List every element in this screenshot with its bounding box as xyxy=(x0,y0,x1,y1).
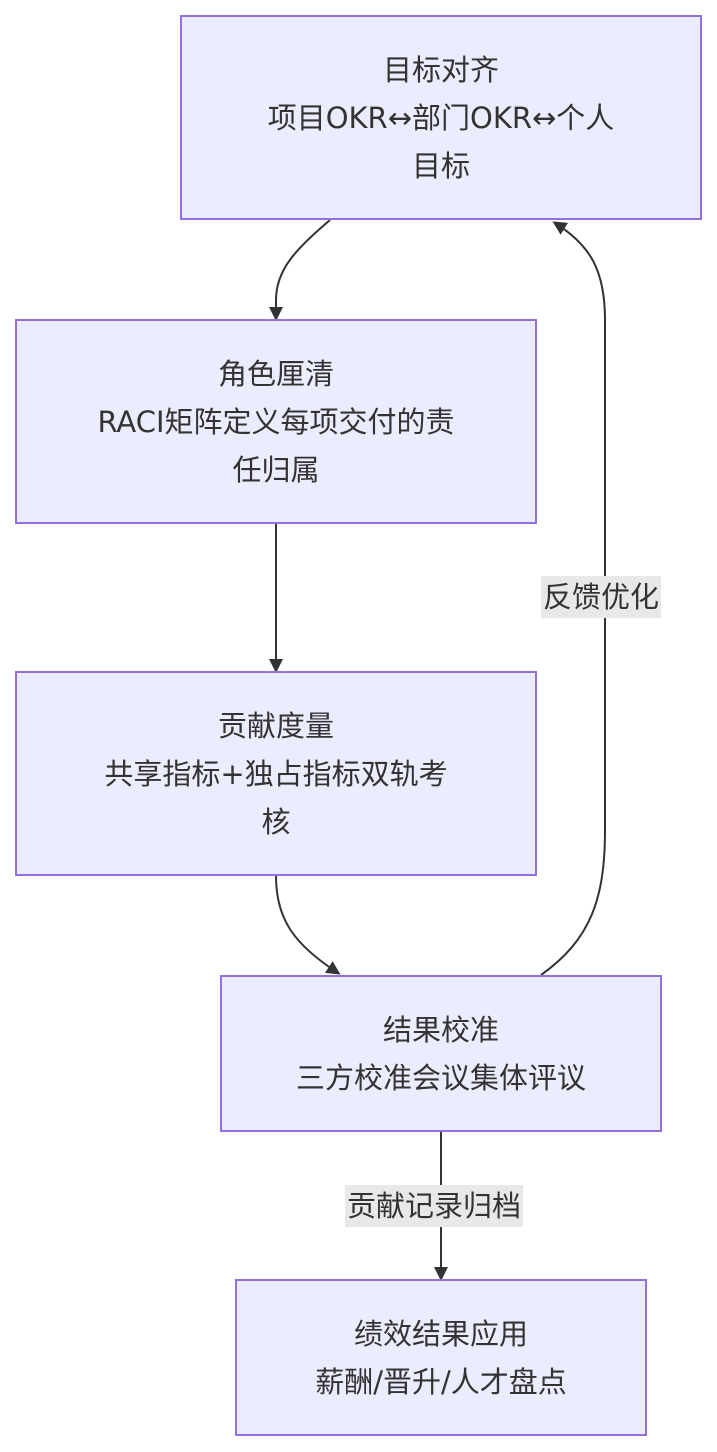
node-role-clarification-title: 角色厘清 xyxy=(217,356,334,391)
node-contribution-measure-desc-2: 核 xyxy=(261,804,291,839)
edge-measure-to-calibration xyxy=(275,875,341,975)
node-goal-alignment: 目标对齐 项目OKR↔部门OKR↔个人 目标 xyxy=(180,15,702,220)
node-goal-alignment-title: 目标对齐 xyxy=(382,52,499,87)
edge-label-archive: 贡献记录归档 xyxy=(345,1185,524,1227)
node-performance-application-desc: 薪酬/晋升/人才盘点 xyxy=(315,1364,567,1399)
node-role-clarification-desc-1: RACI矩阵定义每项交付的责 xyxy=(97,404,455,439)
edge-calibration-to-goal-feedback xyxy=(540,221,606,976)
node-result-calibration-title: 结果校准 xyxy=(382,1012,499,1047)
node-goal-alignment-desc-1: 项目OKR↔部门OKR↔个人 xyxy=(267,100,615,135)
node-role-clarification: 角色厘清 RACI矩阵定义每项交付的责 任归属 xyxy=(15,319,537,524)
node-role-clarification-desc-2: 任归属 xyxy=(232,452,320,487)
node-result-calibration: 结果校准 三方校准会议集体评议 xyxy=(220,975,662,1132)
node-contribution-measure-title: 贡献度量 xyxy=(217,708,334,743)
node-performance-application: 绩效结果应用 薪酬/晋升/人才盘点 xyxy=(235,1279,647,1436)
node-contribution-measure-desc-1: 共享指标+独占指标双轨考 xyxy=(104,756,448,791)
edge-label-feedback: 反馈优化 xyxy=(541,576,662,618)
node-goal-alignment-desc-2: 目标 xyxy=(411,148,470,183)
node-result-calibration-desc: 三方校准会议集体评议 xyxy=(295,1060,586,1095)
node-contribution-measure: 贡献度量 共享指标+独占指标双轨考 核 xyxy=(15,671,537,876)
edge-goal-to-role xyxy=(269,219,331,321)
node-performance-application-title: 绩效结果应用 xyxy=(353,1316,528,1351)
